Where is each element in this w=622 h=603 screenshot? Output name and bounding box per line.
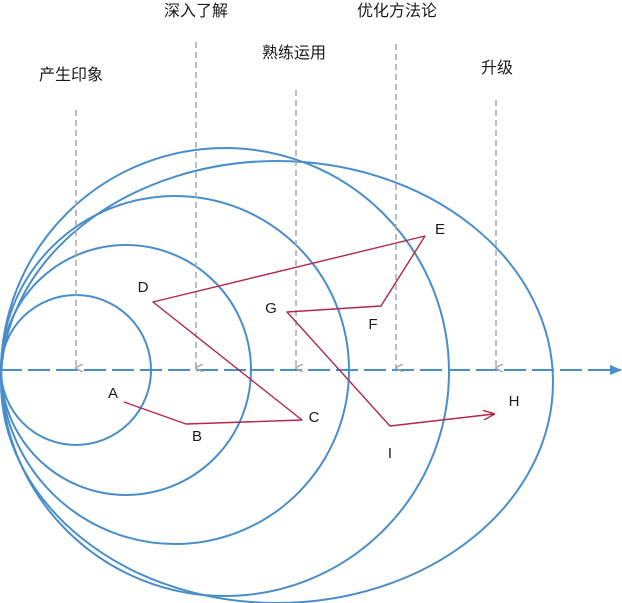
- stage-label-understand: 深入了解: [164, 2, 228, 20]
- learning-path: [123, 235, 494, 427]
- ring-4: [0, 147, 450, 597]
- point-label-c: C: [309, 409, 320, 426]
- point-label-g: G: [265, 300, 277, 317]
- point-label-a: A: [108, 385, 118, 402]
- point-label-d: D: [138, 279, 149, 296]
- point-label-f: F: [368, 316, 377, 333]
- stage-label-proficient: 熟练运用: [262, 44, 326, 62]
- stage-label-impression: 产生印象: [39, 66, 103, 84]
- stage-label-optimize: 优化方法论: [357, 2, 437, 20]
- stage-label-upgrade: 升级: [481, 59, 513, 77]
- point-label-e: E: [435, 221, 445, 238]
- point-label-i: I: [388, 445, 392, 462]
- point-label-h: H: [509, 393, 520, 410]
- point-label-b: B: [192, 428, 202, 445]
- ring-5: [0, 160, 554, 603]
